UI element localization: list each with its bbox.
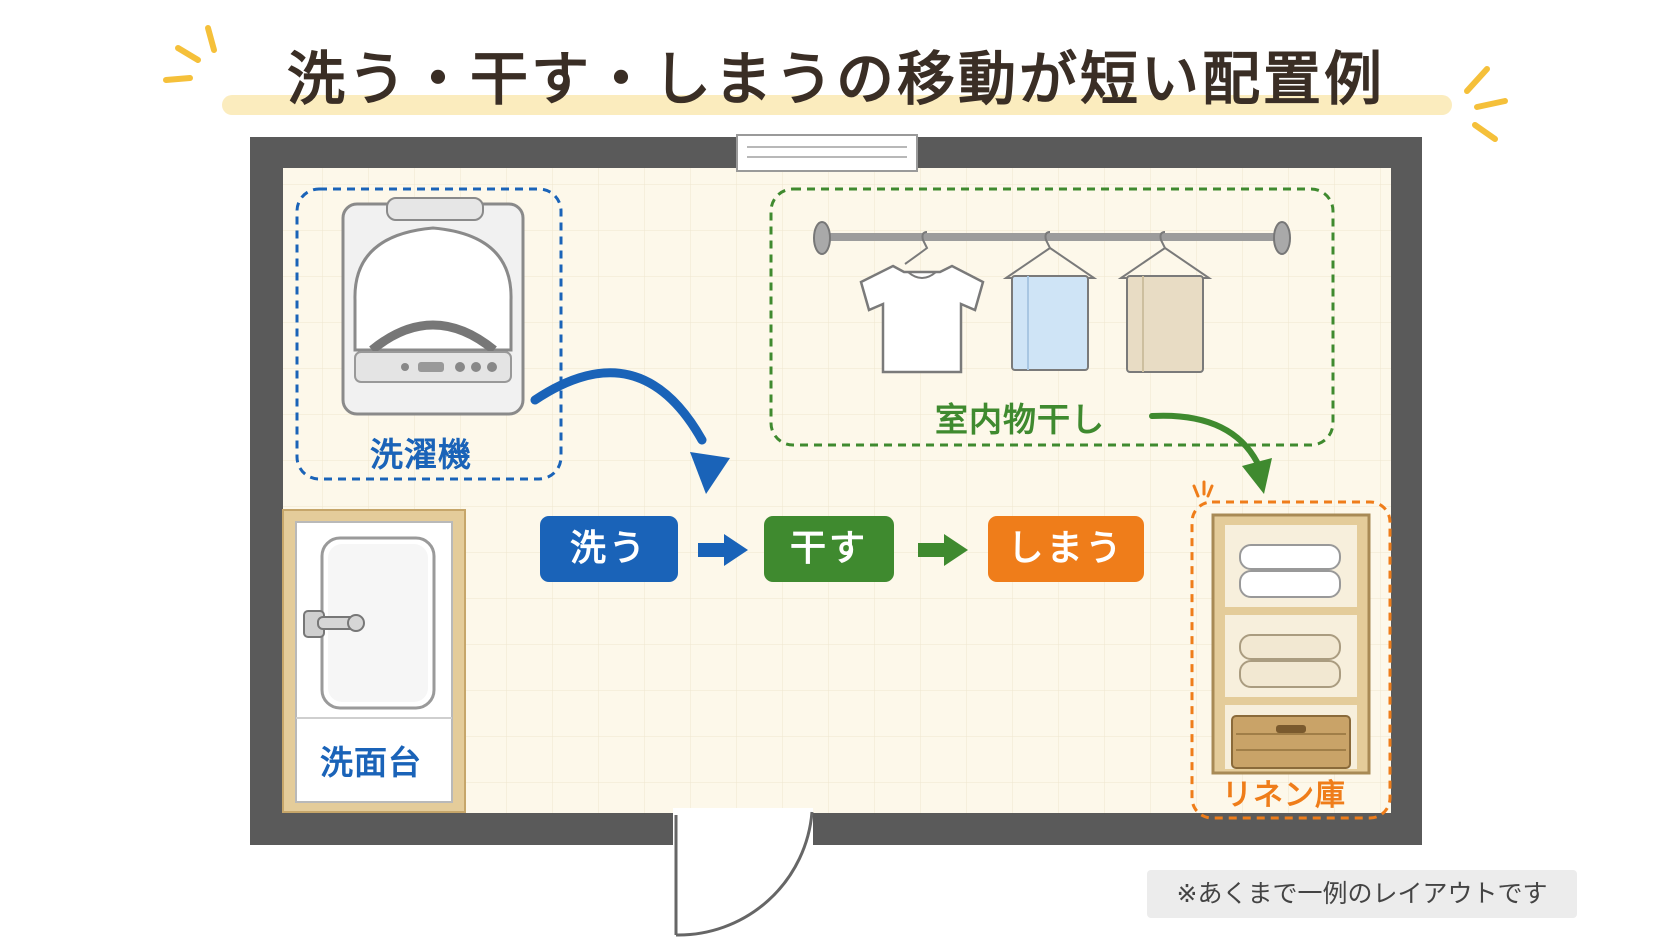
linen-label: リネン庫 [1222, 778, 1346, 813]
curved-arrow-blue-head [690, 452, 730, 494]
drying-label: 室内物干し [935, 400, 1105, 439]
step-store: しまう [988, 516, 1144, 582]
footnote: ※あくまで一例のレイアウトです [1147, 870, 1577, 918]
linen-shelf-icon [1211, 513, 1371, 775]
sink-label: 洗面台 [320, 743, 422, 782]
curved-arrow-green-head [1242, 458, 1272, 494]
curved-arrow-green [1149, 412, 1260, 465]
beige-towel-icon [1117, 231, 1213, 373]
blue-towel-icon [1002, 231, 1098, 371]
sparkle-icon [1192, 480, 1214, 498]
sink-icon [282, 509, 466, 813]
washer-label: 洗濯機 [370, 435, 472, 474]
curved-arrow-blue [530, 368, 707, 445]
washer-zone-border [295, 187, 563, 481]
washing-machine-icon [341, 197, 525, 416]
step-dry: 干す [764, 516, 894, 582]
sparkle-right-icon [1464, 66, 1508, 142]
step-wash: 洗う [540, 516, 678, 582]
tshirt-icon [859, 231, 985, 374]
arrow-right-icon [698, 534, 748, 566]
drying-zone-border [769, 187, 1335, 447]
page-title: 洗う・干す・しまうの移動が短い配置例 [286, 45, 1385, 113]
title-area: 洗う・干す・しまうの移動が短い配置例 [0, 28, 1672, 118]
window [736, 134, 918, 172]
arrow-right-icon [918, 534, 968, 566]
linen-zone-border [1190, 500, 1392, 820]
sparkle-left-icon [163, 25, 217, 83]
door-swing [675, 811, 814, 937]
title-highlight [222, 95, 1452, 115]
drying-rod-icon [813, 221, 1291, 255]
